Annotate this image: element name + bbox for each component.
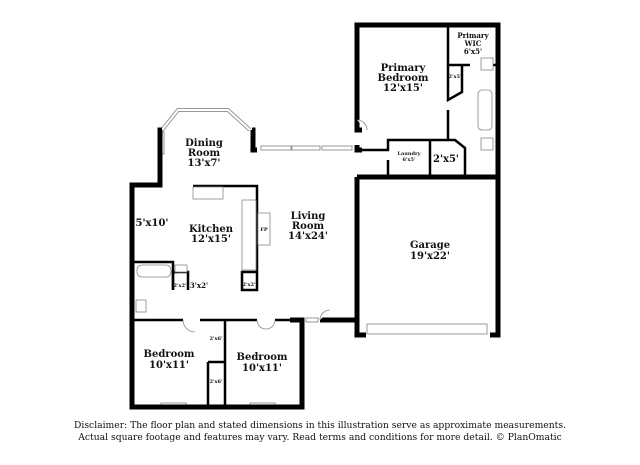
- fireplace-label: FP: [260, 227, 268, 233]
- bedroom-1-label: Bedroom: [144, 349, 195, 360]
- primary-bedroom-label-2: Bedroom: [378, 73, 429, 84]
- room-labels: Primary WIC 6'x5' Primary Bedroom 12'x15…: [136, 31, 490, 385]
- fixtures: [135, 57, 494, 333]
- disclaimer-line-1: Disclaimer: The floor plan and stated di…: [74, 420, 566, 431]
- living-room-size: 14'x24': [288, 231, 328, 242]
- garage-label: Garage: [410, 240, 450, 251]
- disclaimer-line-2: Actual square footage and features may v…: [78, 432, 562, 443]
- primary-bedroom-size: 12'x15': [383, 83, 423, 94]
- closet-b-size: 3'x2': [190, 281, 208, 290]
- bedroom-1-size: 10'x11': [149, 360, 189, 371]
- dining-room-size: 13'x7': [188, 158, 221, 169]
- closet-a-size: 2'x2': [173, 283, 186, 289]
- closet-2x5-size: 2'x5': [433, 154, 459, 165]
- dining-room-label: Dining: [185, 138, 223, 149]
- primary-bedroom-label: Primary: [381, 63, 427, 74]
- kitchen-label: Kitchen: [189, 224, 234, 235]
- dining-room-label-2: Room: [188, 148, 221, 159]
- closet-c-size: 2'x2': [242, 282, 255, 288]
- bedroom-2-size: 10'x11': [242, 363, 282, 374]
- closet-d-size: 2'x6': [209, 336, 222, 342]
- laundry-size: 6'x5': [402, 157, 415, 163]
- laundry-label: Laundry: [397, 151, 421, 157]
- primary-wic-label-2: WIC: [464, 39, 482, 48]
- garage-size: 19'x22': [410, 251, 450, 262]
- primary-wic-size: 6'x5': [464, 47, 482, 56]
- living-room-label: Living: [291, 211, 326, 222]
- primary-wic-label: Primary: [457, 31, 489, 40]
- bedroom-2-label: Bedroom: [237, 352, 288, 363]
- living-room-label-2: Room: [292, 221, 325, 232]
- wic-closet-size: 2'x5': [448, 74, 461, 80]
- nook-size: 5'x10': [136, 218, 169, 229]
- kitchen-size: 12'x15': [191, 234, 231, 245]
- closet-e-size: 2'x6': [209, 379, 222, 385]
